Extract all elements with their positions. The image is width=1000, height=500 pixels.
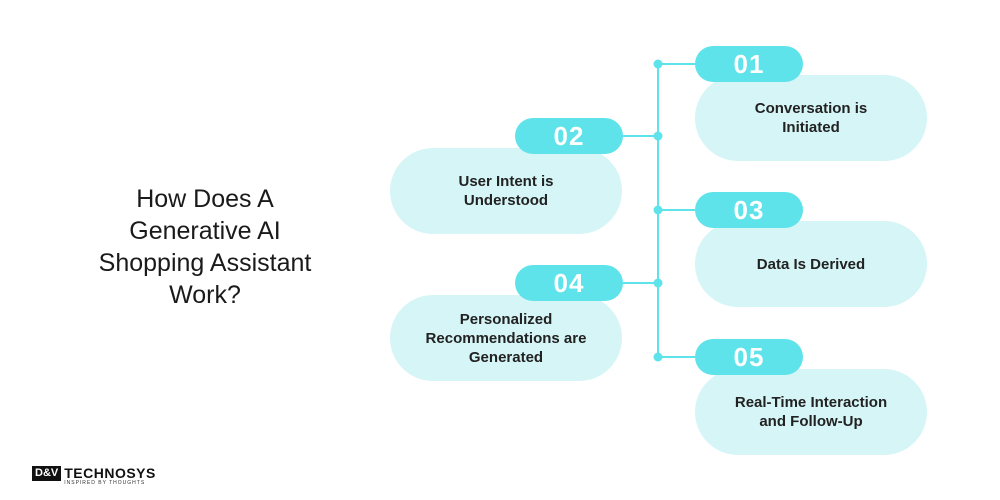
step-number-05: 05 <box>695 339 803 375</box>
logo-name: TECHNOSYS <box>64 465 156 481</box>
title-line: Shopping Assistant <box>98 249 312 277</box>
step-number-01: 01 <box>695 46 803 82</box>
title-line: How Does A <box>136 185 274 213</box>
step-number-04: 04 <box>515 265 623 301</box>
step-text: Real-Time Interaction and Follow-Up <box>717 393 905 431</box>
node-dot-04 <box>653 278 663 288</box>
step-card-04: Personalized Recommendations are Generat… <box>390 295 622 381</box>
step-number-03: 03 <box>695 192 803 228</box>
step-text: User Intent is Understood <box>440 172 571 210</box>
step-text-line: User Intent is <box>458 173 554 190</box>
node-dot-01 <box>653 59 663 69</box>
step-text-line: Conversation is <box>754 100 868 117</box>
title-line: Generative AI <box>129 217 281 245</box>
step-card-02: User Intent is Understood <box>390 148 622 234</box>
step-text-line: and Follow-Up <box>759 413 863 430</box>
logo-tagline: INSPIRED BY THOUGHTS <box>64 480 146 486</box>
node-dot-05 <box>653 352 663 362</box>
node-dot-03 <box>653 205 663 215</box>
step-text-line: Personalized <box>459 310 553 328</box>
company-logo: D&V TECHNOSYS INSPIRED BY THOUGHTS <box>32 466 156 487</box>
title-line: Work? <box>169 281 241 309</box>
step-card-05: Real-Time Interaction and Follow-Up <box>695 369 927 455</box>
logo-mark: D&V <box>32 466 62 481</box>
step-text: Personalized Recommendations are Generat… <box>408 310 605 367</box>
step-text: Conversation is Initiated <box>737 99 886 137</box>
step-text-line: Generated <box>468 348 544 366</box>
step-text-line: Data Is Derived <box>756 255 866 273</box>
node-dot-02 <box>653 131 663 141</box>
step-text: Data Is Derived <box>739 255 883 274</box>
step-text-line: Recommendations are <box>425 329 587 347</box>
page-title: How Does A Generative AI Shopping Assist… <box>40 183 370 311</box>
step-number-02: 02 <box>515 118 623 154</box>
step-card-01: Conversation is Initiated <box>695 75 927 161</box>
step-card-03: Data Is Derived <box>695 221 927 307</box>
step-text-line: Real-Time Interaction <box>734 394 888 411</box>
step-text-line: Understood <box>463 192 549 209</box>
step-text-line: Initiated <box>782 119 840 136</box>
logo-text: TECHNOSYS INSPIRED BY THOUGHTS <box>64 466 156 487</box>
